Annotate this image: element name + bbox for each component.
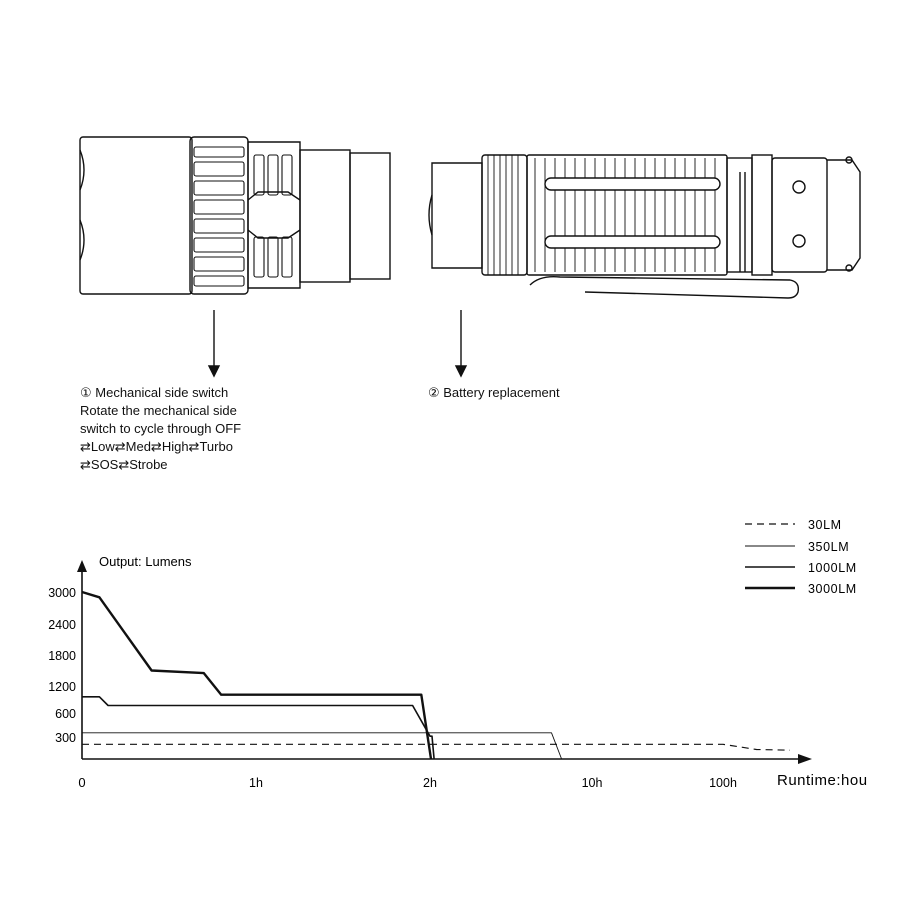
y-tick-label: 600 — [55, 707, 76, 721]
legend-label-1000lm: 1000LM — [808, 561, 857, 575]
x-tick-label: 10h — [582, 776, 603, 790]
series-line-3000lm — [81, 590, 433, 760]
x-tick-label: 100h — [709, 776, 737, 790]
y-tick-label: 300 — [55, 731, 76, 745]
battery-callout: ② Battery replacement — [428, 384, 560, 402]
y-tick-label: 1200 — [48, 680, 76, 694]
switch-callout-line: Rotate the mechanical side — [80, 403, 237, 418]
y-tick-label: 3000 — [48, 586, 76, 600]
series-line-1000lm — [82, 695, 435, 760]
switch-callout-line: switch to cycle through OFF — [80, 421, 242, 436]
y-axis-arrow — [77, 560, 87, 572]
x-tick-label: 1h — [249, 776, 263, 790]
head-assembly-drawing — [79, 136, 391, 295]
x-tick-label: 0 — [78, 775, 85, 790]
series-layer — [81, 590, 791, 760]
body-tube-drawing — [428, 154, 861, 299]
x-tick-label: 2h — [423, 776, 437, 790]
switch-callout: ① Mechanical side switch Rotate the mech… — [80, 384, 241, 474]
legend-label-3000lm: 3000LM — [808, 582, 857, 596]
y-tick-label: 1800 — [48, 649, 76, 663]
legend-label-30lm: 30LM — [808, 518, 842, 532]
battery-callout-title: ② Battery replacement — [428, 385, 560, 400]
series-line-350lm — [82, 732, 563, 760]
x-axis-label: Runtime:hou — [777, 772, 868, 789]
switch-callout-line: ⇄SOS⇄Strobe — [80, 457, 168, 472]
callout-arrows — [207, 310, 468, 378]
legend-label-350lm: 350LM — [808, 540, 849, 554]
y-tick-label: 2400 — [48, 618, 76, 632]
series-line-30lm — [82, 743, 791, 751]
chart-legend: 30LM 350LM 1000LM 3000LM — [745, 518, 857, 596]
y-axis-label: Output: Lumens — [99, 554, 192, 569]
switch-callout-title: ① Mechanical side switch — [80, 385, 229, 400]
switch-callout-line: ⇄Low⇄Med⇄High⇄Turbo — [80, 439, 233, 454]
x-axis-arrow — [798, 754, 812, 764]
